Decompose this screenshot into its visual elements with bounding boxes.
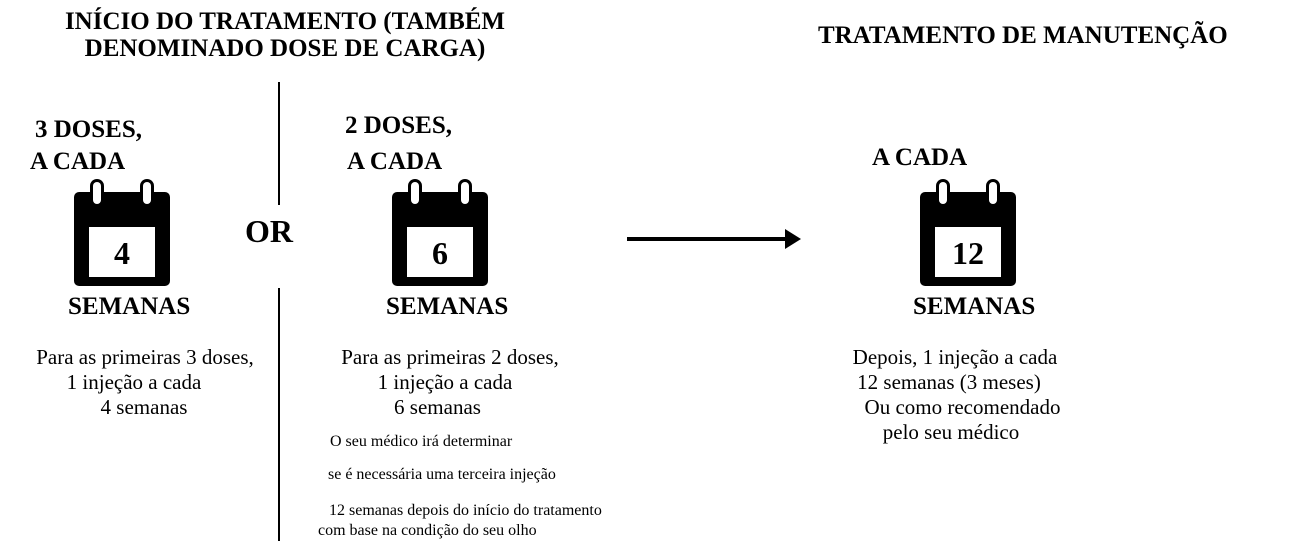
option-a-description: Para as primeiras 3 doses, 1 injeção a c… — [10, 345, 280, 420]
desc-line: 4 semanas — [100, 395, 188, 419]
calendar-number: 4 — [114, 235, 130, 271]
calendar-number: 12 — [952, 235, 984, 271]
maintenance-weeks: SEMANAS — [913, 293, 1036, 320]
calendar-icon-shape — [74, 179, 170, 286]
option-b-description: Para as primeiras 2 doses, 1 injeção a c… — [320, 345, 580, 420]
option-b-note-line-2: se é necessária uma terceira injeção — [328, 466, 556, 483]
calendar-icon-shape — [392, 179, 488, 286]
divider-bottom — [278, 288, 280, 541]
option-b-every: A CADA — [347, 148, 443, 175]
desc-line: Para as primeiras 3 doses, — [36, 345, 254, 369]
calendar-icon-shape — [920, 179, 1016, 286]
option-b-weeks: SEMANAS — [386, 293, 509, 320]
desc-line: 6 semanas — [394, 395, 481, 419]
desc-line: pelo seu médico — [882, 420, 1020, 444]
calendar-icon: 6 — [390, 178, 490, 288]
divider-top — [278, 82, 280, 205]
maintenance-description: Depois, 1 injeção a cada 12 semanas (3 m… — [830, 345, 1080, 445]
desc-line: Ou como recomendado — [864, 395, 1061, 419]
arrow-right-icon — [627, 229, 801, 249]
calendar-number: 6 — [432, 235, 448, 271]
desc-line: Depois, 1 injeção a cada — [852, 345, 1058, 369]
desc-line: 12 semanas (3 meses) — [857, 370, 1041, 394]
desc-line: 1 injeção a cada — [66, 370, 202, 394]
option-b-note-line-1: O seu médico irá determinar — [330, 433, 513, 450]
option-a-doses: 3 DOSES, — [35, 116, 142, 143]
calendar-icon: 4 — [72, 178, 172, 288]
maintenance-every: A CADA — [872, 144, 968, 171]
option-b-note-line-3: 12 semanas depois do início do tratament… — [329, 502, 602, 519]
option-a-weeks: SEMANAS — [68, 293, 191, 320]
maintenance-treatment-title: TRATAMENTO DE MANUTENÇÃO — [818, 22, 1228, 49]
option-b-doses: 2 DOSES, — [345, 112, 452, 139]
option-a-every: A CADA — [30, 148, 126, 175]
desc-line: Para as primeiras 2 doses, — [341, 345, 559, 369]
desc-line: 1 injeção a cada — [377, 370, 513, 394]
start-treatment-title: INÍCIO DO TRATAMENTO (TAMBÉM DENOMINADO … — [64, 8, 506, 62]
option-b-note-line-4: com base na condição do seu olho — [318, 522, 537, 539]
calendar-icon: 12 — [918, 178, 1018, 288]
or-label: OR — [245, 213, 293, 249]
